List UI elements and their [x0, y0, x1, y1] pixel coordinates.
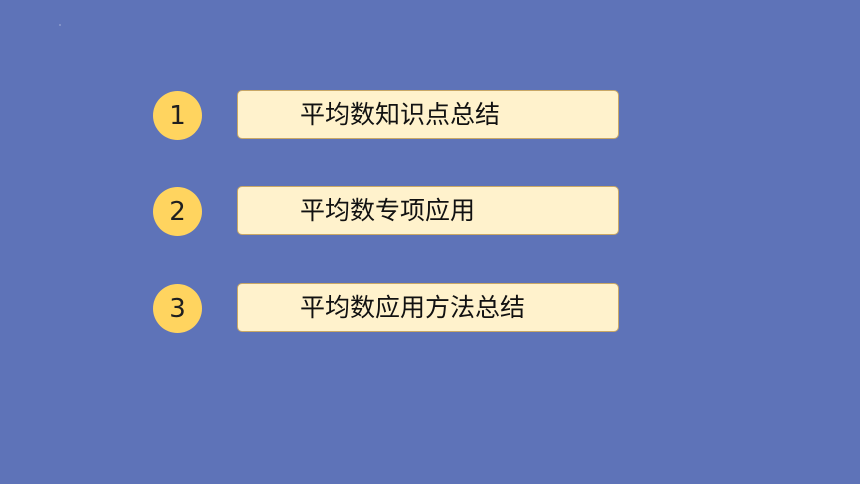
tiny-dot-mark — [59, 24, 61, 26]
agenda-number-badge: 1 — [153, 91, 202, 140]
agenda-label-box: 平均数专项应用 — [237, 186, 619, 235]
agenda-label-text: 平均数应用方法总结 — [300, 293, 526, 322]
agenda-label-box: 平均数应用方法总结 — [237, 283, 619, 332]
agenda-label-text: 平均数知识点总结 — [300, 100, 501, 129]
agenda-label-box: 平均数知识点总结 — [237, 90, 619, 139]
agenda-item-3: 3 平均数应用方法总结 — [0, 281, 860, 335]
agenda-item-2: 2 平均数专项应用 — [0, 184, 860, 238]
agenda-number-badge: 2 — [153, 187, 202, 236]
agenda-label-text: 平均数专项应用 — [300, 196, 476, 225]
agenda-item-1: 1 平均数知识点总结 — [0, 88, 860, 142]
agenda-number-badge: 3 — [153, 284, 202, 333]
